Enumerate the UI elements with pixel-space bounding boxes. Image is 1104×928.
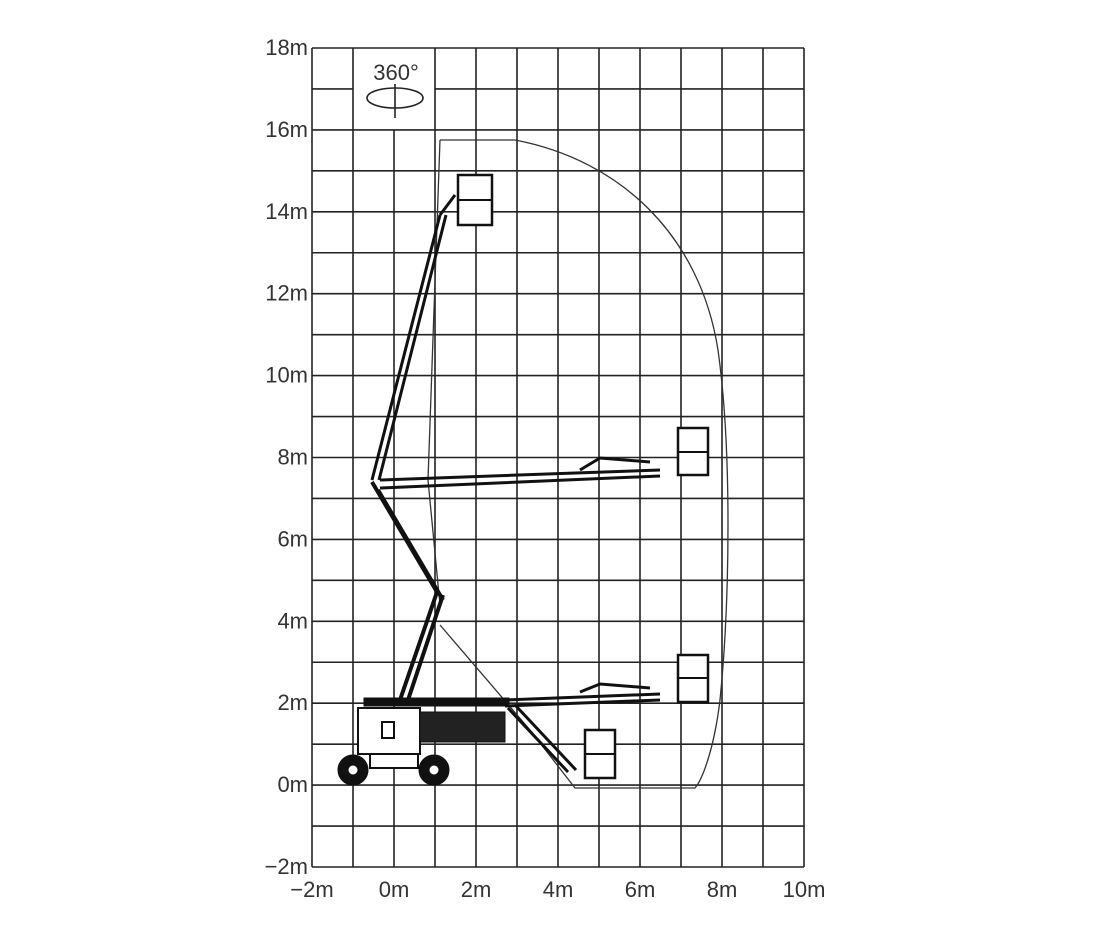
x-axis-ticks: −2m 0m 2m 4m 6m 8m 10m [290,877,825,902]
rotation-icon: 360° [355,50,433,128]
rotation-label: 360° [373,60,419,85]
x-tick-label: 6m [625,877,656,902]
y-tick-label: 16m [265,117,308,142]
y-tick-label: 14m [265,199,308,224]
chassis [357,707,421,755]
x-tick-label: 4m [543,877,574,902]
y-tick-label: 0m [277,772,308,797]
y-axis-ticks: 18m 16m 14m 12m 10m 8m 6m 4m 2m 0m −2m [265,35,308,879]
y-tick-label: 4m [277,608,308,633]
x-tick-label: 2m [461,877,492,902]
y-tick-label: 2m [277,690,308,715]
y-tick-label: 8m [277,445,308,470]
y-tick-label: 18m [265,35,308,60]
x-tick-label: 8m [707,877,738,902]
y-tick-label: 10m [265,363,308,388]
x-tick-label: 10m [783,877,826,902]
boom-lift-machine [337,173,710,786]
x-tick-label: −2m [290,877,333,902]
y-tick-label: −2m [265,854,308,879]
x-tick-label: 0m [379,877,410,902]
y-tick-label: 12m [265,281,308,306]
y-tick-label: 6m [277,526,308,551]
